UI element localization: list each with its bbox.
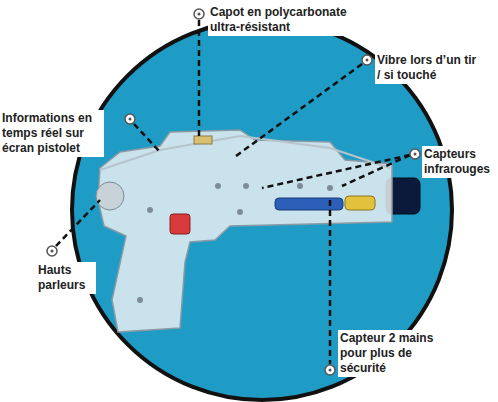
callout-label: Capteurs infrarouges <box>422 146 498 178</box>
callout-marker-dots <box>51 13 417 372</box>
laser-gun <box>96 130 420 332</box>
gun-lens <box>345 196 375 210</box>
leader-lines <box>56 20 410 364</box>
gun-screws <box>137 183 333 303</box>
callout-label: Hauts parleurs <box>36 262 96 294</box>
callout-label: Capot en polycarbonate ultra-résistant <box>208 4 362 36</box>
callout-label: Capteur 2 mains pour plus de sécurité <box>338 330 448 377</box>
gun-body <box>98 130 392 332</box>
gun-screen <box>194 136 212 144</box>
speaker-grille <box>96 182 124 210</box>
callout-label: Vibre lors d’un tir / si touché <box>375 52 479 84</box>
callout-label: Informations en temps réel sur écran pis… <box>0 110 104 157</box>
callout-markers <box>47 9 420 375</box>
gun-trigger <box>170 214 190 234</box>
gun-tube <box>275 198 343 210</box>
gun-ridge <box>100 136 390 170</box>
